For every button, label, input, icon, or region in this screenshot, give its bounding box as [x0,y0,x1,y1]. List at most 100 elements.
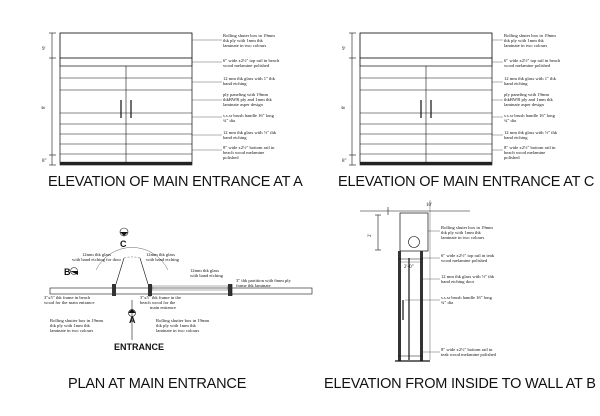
svg-text:thk ply with 1mm thk: thk ply with 1mm thk [504,38,545,43]
svg-text:wood melamine polished: wood melamine polished [504,63,551,68]
svg-text:6" wide x2½" top rail in teak: 6" wide x2½" top rail in teak [441,253,495,258]
svg-text:band etching: band etching [223,81,247,86]
svg-text:12mm thk glass: 12mm thk glass [82,252,111,257]
svg-text:12 mm thk glass with 1" thk: 12 mm thk glass with 1" thk [504,76,557,81]
svg-text:ply paneling with 19mm: ply paneling with 19mm [223,92,268,97]
entrance-label: ENTRANCE [114,342,164,352]
svg-text:band etching: band etching [504,81,528,86]
svg-text:wood melamine polished: wood melamine polished [441,258,488,263]
svg-text:9': 9' [42,47,46,52]
svg-text:thk ply with 1mm thk: thk ply with 1mm thk [50,323,91,328]
svg-text:3"x5" thk frame in the: 3"x5" thk frame in the [140,295,181,300]
partition-wall [49,287,313,295]
svg-text:with band etching: with band etching [146,257,180,262]
svg-text:8" wide x2½" bottom rail in: 8" wide x2½" bottom rail in [223,145,275,150]
svg-text:C: C [120,239,127,249]
top-rail [59,57,193,67]
svg-text:8" wide x2½" bottom rail in: 8" wide x2½" bottom rail in [441,347,493,352]
svg-text:¾" dia: ¾" dia [441,300,453,305]
svg-text:beach wood melamine: beach wood melamine [223,150,264,155]
svg-text:9': 9' [342,47,346,52]
notes-elevation-b: Rolling shuter box in 19mm thk ply with … [441,225,497,357]
svg-text:thk ply with 1mm thk: thk ply with 1mm thk [441,230,482,235]
notes-plan: 12mm thk glass with band etching for doo… [44,252,292,333]
svg-text:laminate in two colours: laminate in two colours [223,43,266,48]
svg-text:band etching: band etching [504,135,528,140]
svg-text:thkBWR ply and 1mm thk: thkBWR ply and 1mm thk [504,97,553,102]
svg-text:thkBWR ply and 1mm thk: thkBWR ply and 1mm thk [223,97,272,102]
notes-elevation-c: Rolling shuter box in 19mm thk ply with … [504,33,561,160]
svg-text:beach wood melamine: beach wood melamine [504,150,545,155]
svg-text:polished: polished [504,155,520,160]
svg-text:laminate in two colours: laminate in two colours [50,328,93,333]
svg-text:12mm thk glass: 12mm thk glass [146,252,175,257]
svg-text:s.s.sr brush handle 16" long: s.s.sr brush handle 16" long [441,295,493,300]
notes-elevation-a: Rolling shuter box in 19mm thk ply with … [223,33,280,160]
svg-text:Rolling shutter box in 19mm: Rolling shutter box in 19mm [156,318,210,323]
rolling-shutter-box [59,32,193,59]
svg-text:8" wide x2½" bottom rail in: 8" wide x2½" bottom rail in [504,145,556,150]
svg-text:3"x5" thk frame in beach: 3"x5" thk frame in beach [44,295,91,300]
svg-text:thk ply with 1mm thk: thk ply with 1mm thk [156,323,197,328]
svg-text:6" wide x2½" top rail in beach: 6" wide x2½" top rail in beach [223,58,280,63]
door-leaf [115,257,125,285]
svg-text:s.s.sr brush handle 16" long: s.s.sr brush handle 16" long [504,113,556,118]
svg-text:polished: polished [223,155,239,160]
svg-text:2'-0": 2'-0" [404,265,414,270]
svg-text:Rolling shuter box in 19mm: Rolling shuter box in 19mm [441,225,493,230]
svg-text:thk ply with 1mm thk: thk ply with 1mm thk [223,38,264,43]
title-elevation-c: ELEVATION OF MAIN ENTRANCE AT C [338,174,594,190]
svg-text:2': 2' [368,234,373,238]
svg-text:main entrance: main entrance [150,305,176,310]
title-plan: PLAN AT MAIN ENTRANCE [68,376,247,392]
svg-text:Rolling shuter box in 19mm: Rolling shuter box in 19mm [223,33,275,38]
svg-text:6" wide x2½" top rail in beach: 6" wide x2½" top rail in beach [504,58,561,63]
svg-text:laminate asper design: laminate asper design [504,102,545,107]
svg-text:3" thk partition with 6mm ply: 3" thk partition with 6mm ply [236,278,292,283]
svg-text:8": 8" [342,159,347,164]
svg-text:8": 8" [42,159,47,164]
svg-text:band etching: band etching [223,135,247,140]
svg-text:ply paneling with 19mm: ply paneling with 19mm [504,92,549,97]
svg-text:12 mm thk glass with ½" thk: 12 mm thk glass with ½" thk [504,130,558,135]
svg-text:teak wood melamine polished: teak wood melamine polished [441,352,497,357]
svg-text:laminate in two colours: laminate in two colours [156,328,199,333]
svg-text:¾" dia: ¾" dia [223,118,235,123]
svg-text:10': 10' [426,203,432,208]
svg-text:B: B [64,267,71,277]
svg-text:laminate in two colours: laminate in two colours [441,235,484,240]
svg-text:¾" dia: ¾" dia [504,118,516,123]
svg-text:12mm thk glass: 12mm thk glass [190,268,219,273]
top-rail [359,57,493,67]
bottom-rail [360,162,492,165]
svg-text:A: A [129,315,136,325]
svg-text:with band etching: with band etching [190,273,224,278]
elevation-b: 10' 2' 2'-0" Rolling shuter box in 19mm … [324,200,596,392]
svg-text:8': 8' [42,106,47,110]
elevation-a: 9' 8' 8" Rolling shuter box in 19mm thk … [42,32,303,190]
svg-text:12 mm thk glass with ½" thk: 12 mm thk glass with ½" thk [223,130,277,135]
svg-text:12 mm thk glass with ½" thk: 12 mm thk glass with ½" thk [441,274,495,279]
svg-text:frame thk laminate: frame thk laminate [236,283,271,288]
svg-text:band etching door: band etching door [441,279,475,284]
svg-text:Rolling shuter box in 19mm: Rolling shuter box in 19mm [504,33,556,38]
title-elevation-a: ELEVATION OF MAIN ENTRANCE AT A [48,174,303,190]
plan-main-entrance: C B A ENTRANCE 12mm thk glass with band … [44,227,313,392]
svg-text:Rolling shutter box in 19mm: Rolling shutter box in 19mm [50,318,104,323]
svg-text:12 mm thk glass with 1" thk: 12 mm thk glass with 1" thk [223,76,276,81]
svg-text:s.s.sr brush handle 16" long: s.s.sr brush handle 16" long [223,113,275,118]
rolling-shutter-box [399,212,429,252]
rolling-shutter-box [359,32,493,59]
door-leaf [139,257,149,285]
svg-text:laminate asper design: laminate asper design [223,102,264,107]
title-elevation-b: ELEVATION FROM INSIDE TO WALL AT B [324,376,596,392]
svg-text:wood melamine polished: wood melamine polished [223,63,270,68]
svg-text:with band etching for door: with band etching for door [72,257,121,262]
elevation-c: 9' 8' 8" Rolling shuter box in 19mm thk … [338,32,594,190]
svg-text:beach wood for the: beach wood for the [140,300,175,305]
svg-text:8': 8' [342,106,347,110]
bottom-rail [60,162,192,165]
svg-text:laminate in two colours: laminate in two colours [504,43,547,48]
svg-text:wood for the main entrance: wood for the main entrance [44,300,95,305]
